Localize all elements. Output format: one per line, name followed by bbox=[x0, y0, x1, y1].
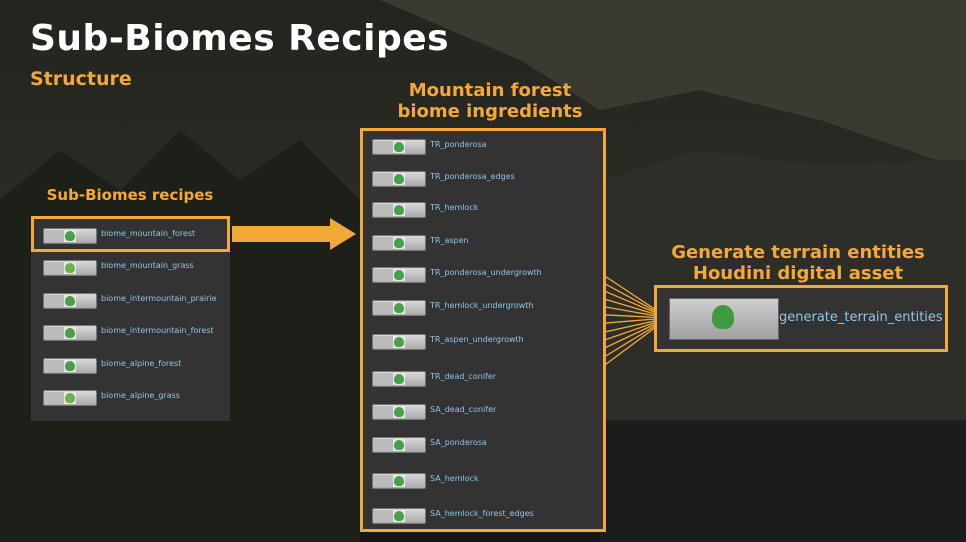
ingredient-label: TR_ponderosa bbox=[430, 140, 487, 149]
ingredient-label: TR_hemlock_undergrowth bbox=[430, 301, 534, 310]
recipe-label: biome_intermountain_prairie bbox=[101, 294, 217, 303]
ingredient-label: TR_aspen bbox=[430, 236, 469, 245]
ingredient-label: SA_hemlock_forest_edges bbox=[430, 509, 534, 518]
ingredients-heading-line2: biome ingredients bbox=[397, 101, 583, 122]
ingredients-heading-line1: Mountain forest bbox=[408, 80, 572, 101]
recipe-label: biome_mountain_grass bbox=[101, 261, 194, 270]
ingredient-label: TR_ponderosa_edges bbox=[430, 172, 515, 181]
ingredient-label: SA_ponderosa bbox=[430, 438, 487, 447]
recipe-label: biome_mountain_forest bbox=[101, 229, 196, 238]
page-subtitle: Structure bbox=[30, 68, 132, 90]
generate-heading: Generate terrain entities Houdini digita… bbox=[648, 242, 948, 284]
selected-recipe-highlight bbox=[31, 216, 230, 252]
ingredient-label: SA_dead_conifer bbox=[430, 405, 497, 414]
generate-heading-line1: Generate terrain entities bbox=[671, 242, 925, 263]
arrow-body bbox=[232, 226, 332, 242]
recipe-label: biome_alpine_grass bbox=[101, 391, 180, 400]
page-title: Sub-Biomes Recipes bbox=[30, 18, 450, 59]
generate-heading-line2: Houdini digital asset bbox=[692, 263, 904, 284]
recipe-label: biome_intermountain_forest bbox=[101, 326, 214, 335]
tree-icon bbox=[712, 305, 734, 329]
ingredients-panel: TR_ponderosa TR_ponderosa_edges TR_hemlo… bbox=[360, 128, 606, 532]
recipe-label: biome_alpine_forest bbox=[101, 359, 182, 368]
ingredient-label: TR_ponderosa_undergrowth bbox=[430, 268, 542, 277]
arrow-head-icon bbox=[330, 218, 356, 250]
generate-terrain-node[interactable] bbox=[669, 298, 779, 340]
ingredients-heading: Mountain forest biome ingredients bbox=[380, 80, 600, 122]
ingredient-label: TR_dead_conifer bbox=[430, 372, 497, 381]
generate-panel: generate_terrain_entities bbox=[654, 285, 948, 352]
ingredient-label: SA_hemlock bbox=[430, 474, 479, 483]
ingredient-label: TR_hemlock bbox=[430, 203, 479, 212]
ingredient-label: TR_aspen_undergrowth bbox=[430, 335, 524, 344]
generate-node-label: generate_terrain_entities bbox=[779, 310, 943, 325]
recipes-heading: Sub-Biomes recipes bbox=[46, 186, 214, 204]
